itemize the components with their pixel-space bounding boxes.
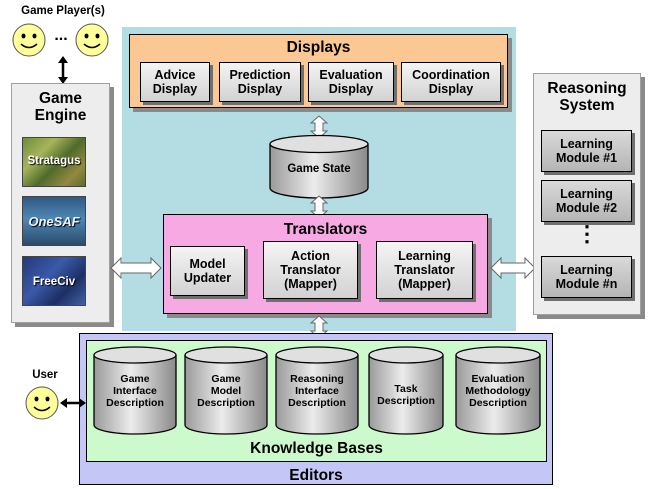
learning-translator: Learning Translator (Mapper): [376, 241, 473, 299]
prediction-display: Prediction Display: [219, 62, 301, 102]
displays-title: Displays: [286, 39, 351, 56]
knowledge-bases-title: Knowledge Bases: [250, 440, 383, 457]
player-face-icon: [12, 23, 46, 57]
user-editors-arrow: [60, 398, 86, 408]
coordination-display: Coordination Display: [401, 62, 501, 102]
game-name-onesaf: OneSAF: [28, 214, 80, 229]
player-face-icon: [75, 23, 109, 57]
onesaf-screenshot: OneSAF: [22, 196, 86, 246]
translators-title: Translators: [283, 221, 368, 238]
user-face-icon: [25, 386, 59, 420]
kb-game-model-label: Game Model Description: [197, 373, 255, 409]
game-state-label: Game State: [287, 163, 351, 175]
user-label: User: [32, 369, 58, 381]
game-state-database-icon: [269, 134, 369, 199]
action-translator: Action Translator (Mapper): [263, 241, 358, 299]
learning-module-2: Learning Module #2: [541, 180, 632, 222]
reasoning-system-title: Reasoning System: [547, 80, 627, 115]
player-engine-arrow: [58, 56, 68, 84]
players-ellipsis: ...: [54, 27, 68, 44]
freeciv-screenshot: FreeCiv: [22, 256, 86, 306]
game-model-database-icon: [184, 346, 268, 435]
advice-display: Advice Display: [140, 62, 210, 102]
model-updater: Model Updater: [170, 246, 245, 296]
task-database-icon: [368, 346, 444, 435]
evaluation-display: Evaluation Display: [308, 62, 394, 102]
kb-evaluation-methodology-label: Evaluation Methodology Description: [465, 373, 531, 409]
game-name-freeciv: FreeCiv: [32, 276, 76, 288]
learning-module-1: Learning Module #1: [541, 130, 632, 172]
reasoning-interface-database-icon: [275, 346, 359, 435]
evaluation-methodology-database-icon: [455, 346, 541, 435]
editors-title: Editors: [289, 467, 343, 484]
learning-module-n: Learning Module #n: [541, 256, 632, 298]
game-name-stratagus: Stratagus: [27, 155, 81, 167]
translators-reasoning-arrow: [490, 256, 536, 280]
kb-game-interface-label: Game Interface Description: [106, 373, 164, 409]
game-interface-database-icon: [93, 346, 177, 435]
kb-reasoning-interface-label: Reasoning Interface Description: [288, 373, 346, 409]
kb-task-label: Task Description: [377, 383, 435, 407]
engine-translators-arrow: [110, 256, 162, 280]
game-engine-title: Game Engine: [34, 90, 87, 125]
game-players-label: Game Player(s): [21, 5, 105, 17]
modules-ellipsis: ⋮: [576, 221, 598, 246]
stratagus-screenshot: Stratagus: [22, 137, 86, 187]
